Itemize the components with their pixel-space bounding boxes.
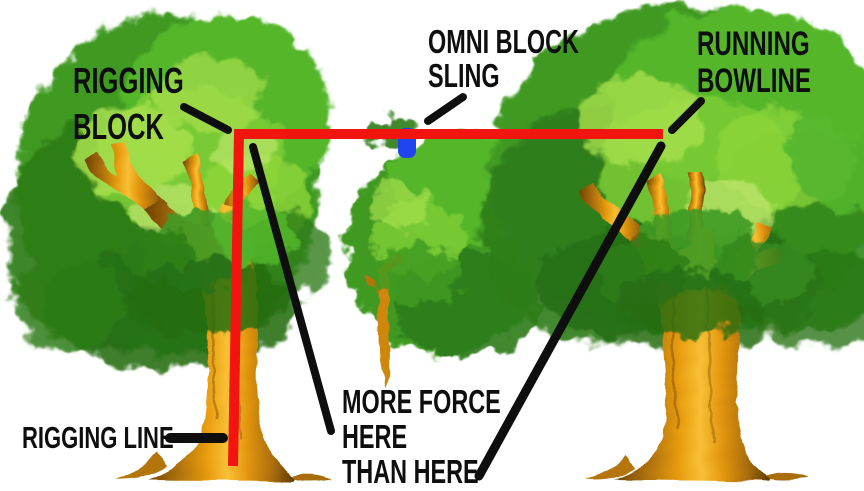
omni-block-sling-pointer-line bbox=[424, 93, 467, 125]
label-omni-block-sling-line2: SLING bbox=[428, 57, 500, 94]
label-more-force-line2: HERE bbox=[342, 418, 408, 455]
label-more-force-line1: MORE FORCE bbox=[342, 383, 501, 420]
label-omni-block-sling-line1: OMNI BLOCK bbox=[428, 23, 579, 60]
annotation-pointers bbox=[165, 93, 705, 481]
rigging-block-pointer-line bbox=[180, 103, 232, 134]
more-force-here-pointer-line bbox=[249, 143, 335, 435]
label-rigging-block: RIGGING BLOCK bbox=[73, 58, 184, 150]
label-running-bowline-line1: RUNNING bbox=[697, 25, 810, 63]
running-bowline-pointer-line bbox=[668, 97, 705, 134]
label-omni-block-sling: OMNI BLOCK SLING bbox=[428, 25, 579, 93]
label-running-bowline-line2: BOWLINE bbox=[697, 62, 811, 100]
label-rigging-line: RIGGING LINE bbox=[22, 422, 174, 453]
label-more-force-line3: THAN HERE bbox=[342, 453, 479, 490]
label-more-force-note: MORE FORCE HERE THAN HERE bbox=[342, 384, 501, 489]
label-rigging-line-text: RIGGING LINE bbox=[22, 420, 174, 455]
than-here-pointer-line bbox=[474, 141, 666, 481]
foreground-foliage bbox=[122, 205, 812, 336]
label-running-bowline: RUNNING BOWLINE bbox=[697, 26, 811, 100]
label-rigging-block-line1: RIGGING bbox=[73, 60, 184, 101]
rigging-rope-line bbox=[228, 129, 663, 467]
label-rigging-block-line2: BLOCK bbox=[73, 106, 164, 147]
